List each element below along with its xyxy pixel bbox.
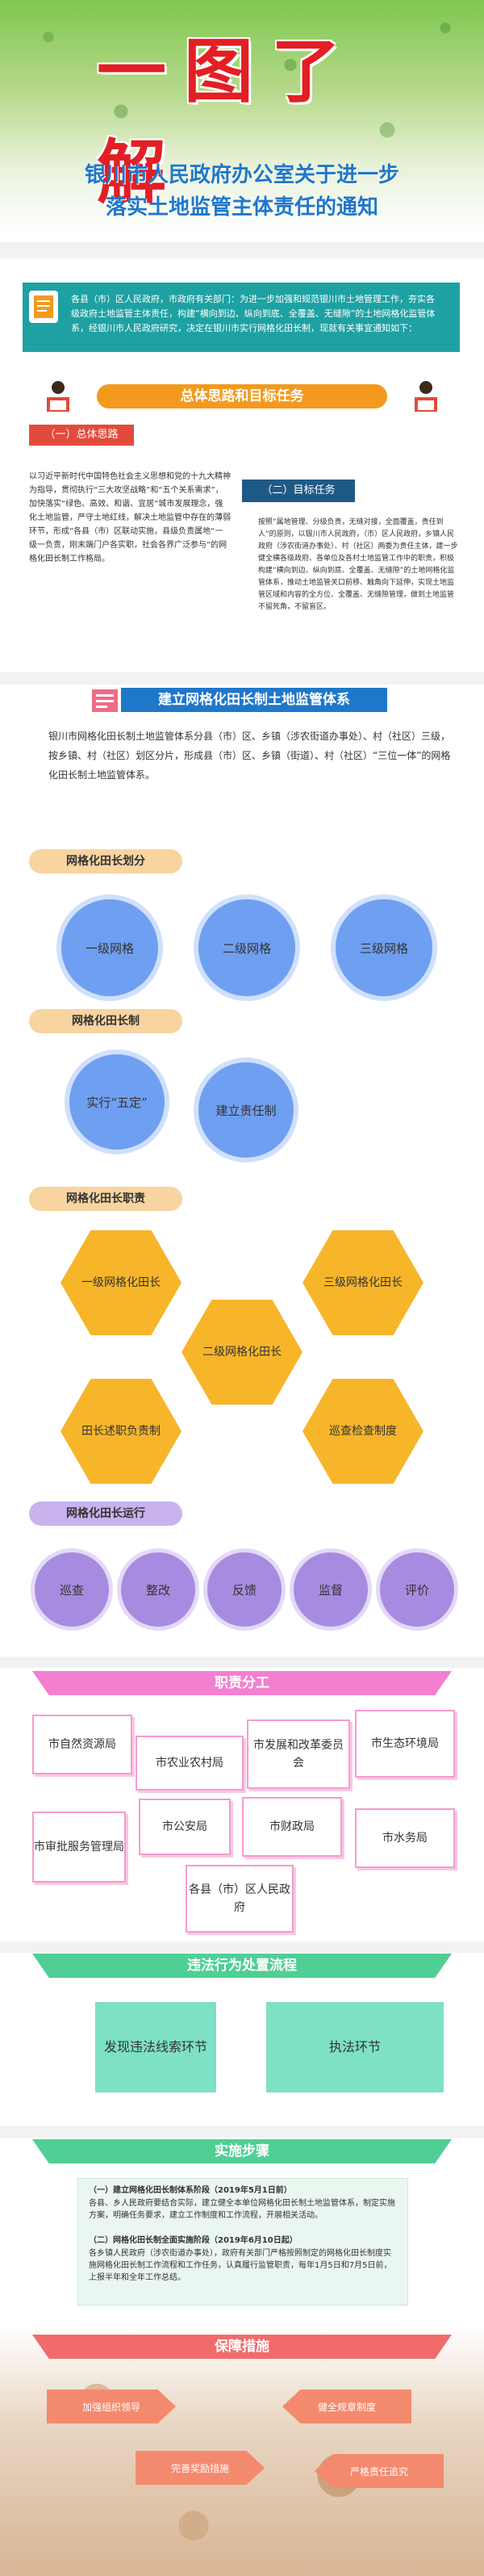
dept-public-security: 市公安局 bbox=[139, 1799, 231, 1855]
circle-level-1-grid: 一级网格 bbox=[56, 894, 163, 1001]
arrow-reward-measures: 完善奖励措施 bbox=[136, 2451, 265, 2485]
circle-evaluate: 评价 bbox=[376, 1548, 458, 1631]
circle-five-fixed: 实行“五定” bbox=[65, 1049, 169, 1154]
subheading-goals: （二）目标任务 bbox=[242, 480, 355, 502]
section-divider bbox=[0, 1941, 484, 1953]
subheading-overall-idea: （一）总体思路 bbox=[29, 425, 134, 446]
hex-level-2-head: 二级网格化田长 bbox=[182, 1300, 302, 1405]
hero-subtitle-line-2: 落实土地监管主体责任的通知 bbox=[105, 195, 378, 220]
card-enforcement: 执法环节 bbox=[266, 2002, 444, 2092]
step-1-heading: （一）建立网格化田长制体系阶段（2019年5月1日前） bbox=[89, 2186, 292, 2195]
hero-title: 一图了解 bbox=[97, 31, 358, 213]
circle-feedback: 反馈 bbox=[203, 1548, 286, 1631]
hero-subtitle-line-1: 银川市人民政府办公室关于进一步 bbox=[84, 163, 399, 187]
intro-text: 各县（市）区人民政府，市政府有关部门：为进一步加强和规范银川市土地管理工作，夯实… bbox=[71, 294, 436, 333]
circle-responsibility-system: 建立责任制 bbox=[194, 1058, 298, 1162]
clipboard-icon bbox=[89, 686, 121, 715]
dept-natural-resources: 市自然资源局 bbox=[32, 1715, 132, 1774]
section-title-grid-system: 建立网格化田长制土地监管体系 bbox=[121, 688, 387, 712]
hex-level-3-head: 三级网格化田长 bbox=[302, 1230, 424, 1335]
section-divider bbox=[0, 672, 484, 685]
hex-report-system: 田长述职负责制 bbox=[60, 1379, 182, 1484]
section-title-responsibilities: 职责分工 bbox=[32, 1671, 452, 1695]
grid-system-text: 银川市网格化田长制土地监管体系分县（市）区、乡镇（涉农街道办事处）、村（社区）三… bbox=[48, 731, 451, 781]
dept-development-reform: 市发展和改革委员会 bbox=[247, 1719, 350, 1789]
dept-agriculture: 市农业农村局 bbox=[136, 1736, 244, 1791]
section-title-implementation: 实施步骤 bbox=[32, 2139, 452, 2163]
circle-supervise: 监督 bbox=[290, 1548, 372, 1631]
caption-grid-operation: 网格化田长运行 bbox=[29, 1502, 182, 1526]
reader-icon-left bbox=[42, 379, 74, 415]
section-title-violation-process: 违法行为处置流程 bbox=[32, 1954, 452, 1978]
reader-icon-right bbox=[410, 379, 442, 415]
circle-level-3-grid: 三级网格 bbox=[331, 894, 437, 1001]
arrow-organization-leadership: 加强组织领导 bbox=[47, 2390, 176, 2423]
step-2-text: 各乡镇人民政府（涉农街道办事处），政府有关部门严格按照制定的网格化田长制度实施网… bbox=[89, 2249, 392, 2282]
intro-divider bbox=[0, 242, 484, 258]
hero-background bbox=[0, 0, 484, 234]
circle-level-2-grid: 二级网格 bbox=[194, 894, 300, 1001]
arrow-regulations: 健全规章制度 bbox=[282, 2390, 411, 2423]
cracked-earth-background bbox=[0, 2325, 484, 2576]
grass-pattern bbox=[0, 0, 484, 186]
step-2-heading: （二）网格化田长制全面实施阶段（2019年6月10日起） bbox=[89, 2236, 298, 2245]
steps-box bbox=[77, 2178, 408, 2306]
document-icon bbox=[29, 291, 58, 323]
dept-approval-service: 市审批服务管理局 bbox=[32, 1812, 126, 1883]
dept-finance: 市财政局 bbox=[242, 1797, 342, 1857]
caption-grid-duties: 网格化田长职责 bbox=[29, 1187, 182, 1211]
arrow-accountability: 严格责任追究 bbox=[315, 2454, 444, 2488]
hex-level-1-head: 一级网格化田长 bbox=[60, 1230, 182, 1335]
dept-county-governments: 各县（市）区人民政府 bbox=[186, 1865, 294, 1933]
intro-box: 各县（市）区人民政府，市政府有关部门：为进一步加强和规范银川市土地管理工作，夯实… bbox=[23, 283, 460, 352]
dept-water-affairs: 市水务局 bbox=[355, 1808, 455, 1868]
card-discover-clues: 发现违法线索环节 bbox=[95, 2002, 216, 2092]
section-divider bbox=[0, 1657, 484, 1668]
goals-text: 按照“属地管理、分级负责，无缝对接，全面覆盖，责任到人”的原则，以银川市人民政府… bbox=[258, 518, 458, 611]
circle-rectify: 整改 bbox=[117, 1548, 199, 1631]
hex-inspection-system: 巡查检查制度 bbox=[302, 1379, 424, 1484]
circle-patrol: 巡查 bbox=[31, 1548, 113, 1631]
overall-idea-text: 以习近平新时代中国特色社会主义思想和党的十九大精神为指导，贯彻执行“三大攻坚战略… bbox=[29, 472, 231, 563]
section-title-safeguards: 保障措施 bbox=[32, 2335, 452, 2359]
section-title-overview: 总体思路和目标任务 bbox=[97, 384, 387, 408]
step-1-text: 各县、乡人民政府要结合实际，建立健全本单位网格化田长制土地监管体系，制定实施方案… bbox=[89, 2199, 395, 2220]
section-divider bbox=[0, 2126, 484, 2138]
caption-grid-system: 网格化田长制 bbox=[29, 1009, 182, 1033]
caption-grid-division: 网格化田长划分 bbox=[29, 849, 182, 873]
dept-ecology-environment: 市生态环境局 bbox=[355, 1710, 455, 1778]
